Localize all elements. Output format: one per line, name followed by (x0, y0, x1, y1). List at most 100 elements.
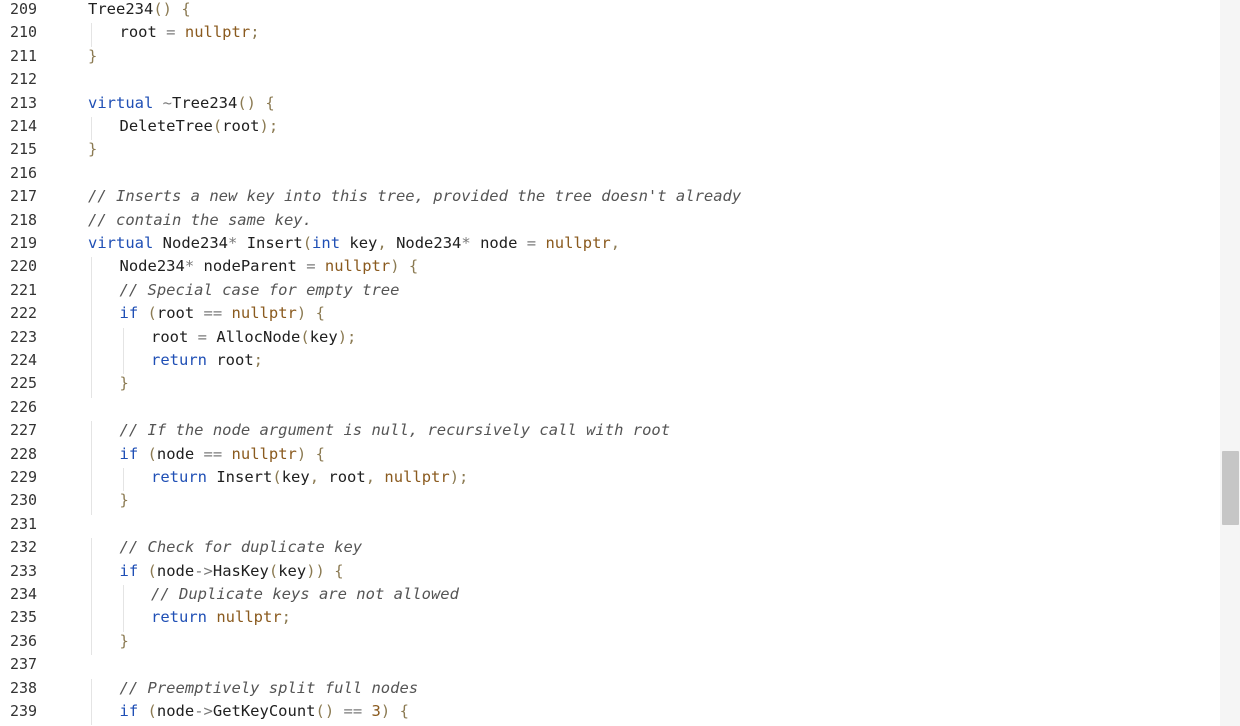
line-number: 212 (10, 70, 38, 89)
indent-guide (122, 608, 124, 632)
code-token (222, 304, 231, 322)
code-token (334, 702, 343, 720)
line-number: 209 (10, 0, 38, 18)
code-token: { (181, 0, 191, 18)
code-token (306, 445, 315, 463)
line-number: 231 (10, 514, 38, 533)
code-token: ( (300, 327, 310, 346)
code-token: GetKeyCount (212, 702, 316, 720)
code-token (387, 234, 396, 252)
code-token (153, 234, 162, 252)
line-number: 221 (10, 280, 38, 299)
code-comment: // Duplicate keys are not allowed (151, 585, 459, 603)
indent-guide (122, 351, 124, 375)
code-token: root (119, 23, 157, 42)
code-token: 3 (371, 702, 381, 720)
code-token: root (328, 468, 366, 486)
code-token: return (151, 351, 207, 369)
indent-guide (91, 444, 92, 468)
scrollbar-thumb[interactable] (1222, 451, 1239, 525)
code-token: ); (449, 468, 469, 486)
code-token (138, 445, 147, 463)
code-token: ) (296, 444, 307, 463)
code-token: DeleteTree (119, 117, 213, 135)
indent-guide (122, 468, 124, 492)
vertical-scrollbar[interactable] (1220, 0, 1240, 726)
indent-guide (91, 585, 92, 609)
code-token (176, 23, 185, 41)
indent-guide (122, 327, 124, 351)
code-token: ( (268, 561, 279, 580)
line-number: 236 (10, 631, 38, 650)
code-token (319, 468, 328, 486)
code-token: == (203, 444, 223, 463)
code-token: key (278, 561, 307, 580)
code-line: return root; (151, 349, 263, 372)
line-number: 213 (10, 93, 38, 112)
code-line: if (node->GetKeyCount() == 3) { (120, 700, 409, 723)
indent-guide (91, 327, 92, 351)
code-token: * (461, 234, 471, 252)
code-token: , (365, 468, 376, 486)
line-number: 225 (10, 374, 38, 393)
line-number: 232 (10, 538, 38, 557)
code-token: { (315, 444, 325, 463)
code-token (207, 468, 216, 486)
indent-guide (91, 491, 92, 515)
code-token (188, 328, 197, 346)
code-token (207, 608, 216, 626)
code-line: } (120, 630, 129, 653)
indent-guide (91, 561, 92, 585)
code-token: == (343, 702, 363, 720)
line-number: 230 (10, 491, 38, 510)
code-token: Node234 (162, 234, 228, 252)
code-token: Tree234 (88, 0, 154, 18)
line-number: 220 (10, 257, 38, 276)
code-token: ( (147, 304, 157, 323)
code-token: } (88, 140, 98, 159)
code-comment: // Check for duplicate key (119, 538, 363, 557)
code-token: ( (147, 702, 157, 720)
code-line: root = nullptr; (120, 21, 260, 44)
code-token: Insert (216, 468, 273, 486)
line-number: 217 (10, 187, 38, 206)
code-comment: // Inserts a new key into this tree, pro… (88, 187, 742, 206)
indent-guide (91, 351, 92, 375)
code-area[interactable]: Tree234() {root = nullptr;}virtual ~Tree… (56, 0, 1220, 726)
code-token: key (281, 468, 310, 486)
code-line: Tree234() { (88, 0, 191, 21)
code-token (138, 702, 147, 720)
code-token: if (119, 561, 139, 580)
code-token (194, 445, 203, 463)
code-token: key (309, 327, 338, 346)
code-token: ~ (162, 93, 173, 112)
line-number: 228 (10, 444, 38, 463)
code-token: nullptr (231, 304, 297, 323)
code-token: nullptr (324, 257, 391, 276)
code-token: )) (306, 561, 325, 580)
code-token: ( (212, 117, 223, 135)
line-number: 214 (10, 117, 38, 135)
code-token: -> (194, 702, 213, 720)
code-token: { (315, 304, 325, 323)
code-token (153, 94, 162, 112)
code-line: } (120, 489, 129, 512)
code-token: * (184, 257, 195, 276)
code-token (237, 234, 246, 252)
code-token (157, 23, 166, 41)
code-token: ) (296, 304, 307, 323)
code-token (316, 257, 325, 275)
code-token: root (156, 304, 195, 323)
code-token: ( (147, 444, 157, 463)
line-number: 224 (10, 351, 38, 369)
indent-guide (91, 280, 92, 305)
code-token: () (153, 0, 172, 18)
indent-guide (91, 631, 92, 656)
code-token: { (408, 257, 419, 276)
line-number: 239 (10, 702, 38, 720)
code-token: root (222, 117, 260, 135)
line-number: 211 (10, 46, 38, 65)
code-token: ( (147, 561, 157, 580)
